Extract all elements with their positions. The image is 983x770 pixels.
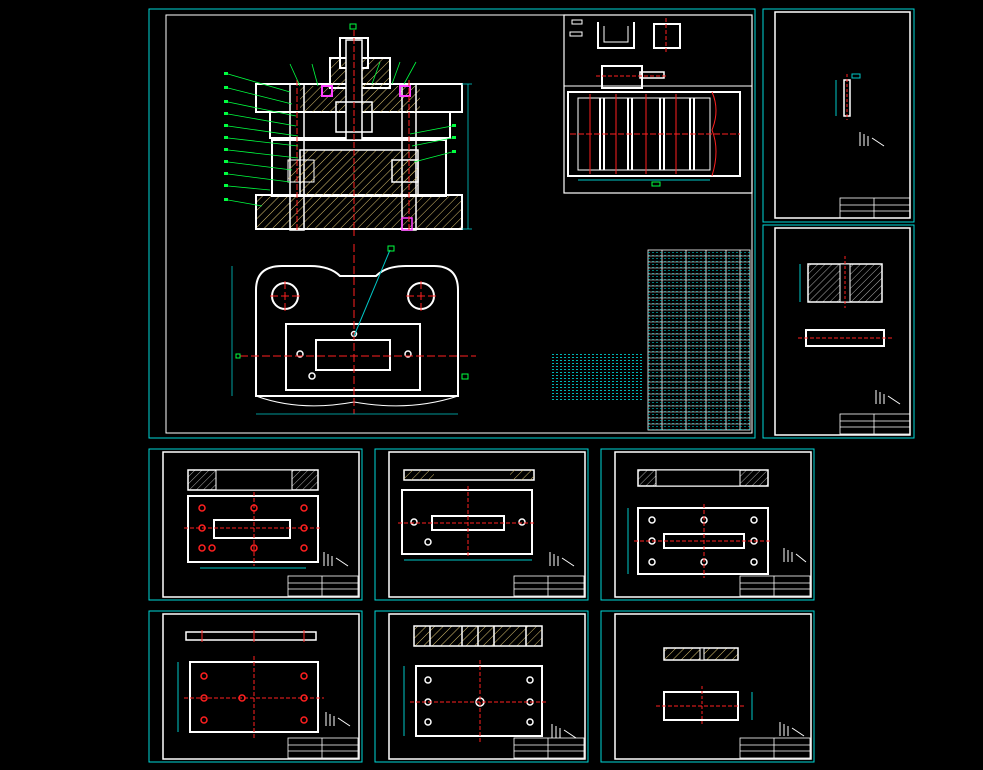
- sheet-backing-plate: [374, 610, 589, 763]
- title-block: [739, 737, 811, 759]
- sheet-lower-die-base: [148, 610, 363, 763]
- sheet-fixed-plate: [600, 448, 815, 601]
- title-block: [513, 575, 585, 597]
- sheet-pad: [600, 610, 815, 763]
- technical-notes: [552, 352, 642, 402]
- title-block: [287, 737, 359, 759]
- bom-row-lines: [648, 255, 750, 425]
- sheet-die-plate: [148, 448, 363, 601]
- sheet-punch: [762, 8, 915, 223]
- plan-view: [231, 244, 476, 415]
- front-section-view: [224, 23, 472, 238]
- title-block: [739, 575, 811, 597]
- sheet-stripper-plate: [374, 448, 589, 601]
- title-block: [839, 413, 911, 435]
- top-view-panel: [563, 14, 753, 194]
- assembly-sheet: [148, 8, 756, 439]
- title-block: [839, 197, 911, 219]
- title-block: [513, 737, 585, 759]
- title-block: [287, 575, 359, 597]
- sheet-punch-plate: [762, 224, 915, 439]
